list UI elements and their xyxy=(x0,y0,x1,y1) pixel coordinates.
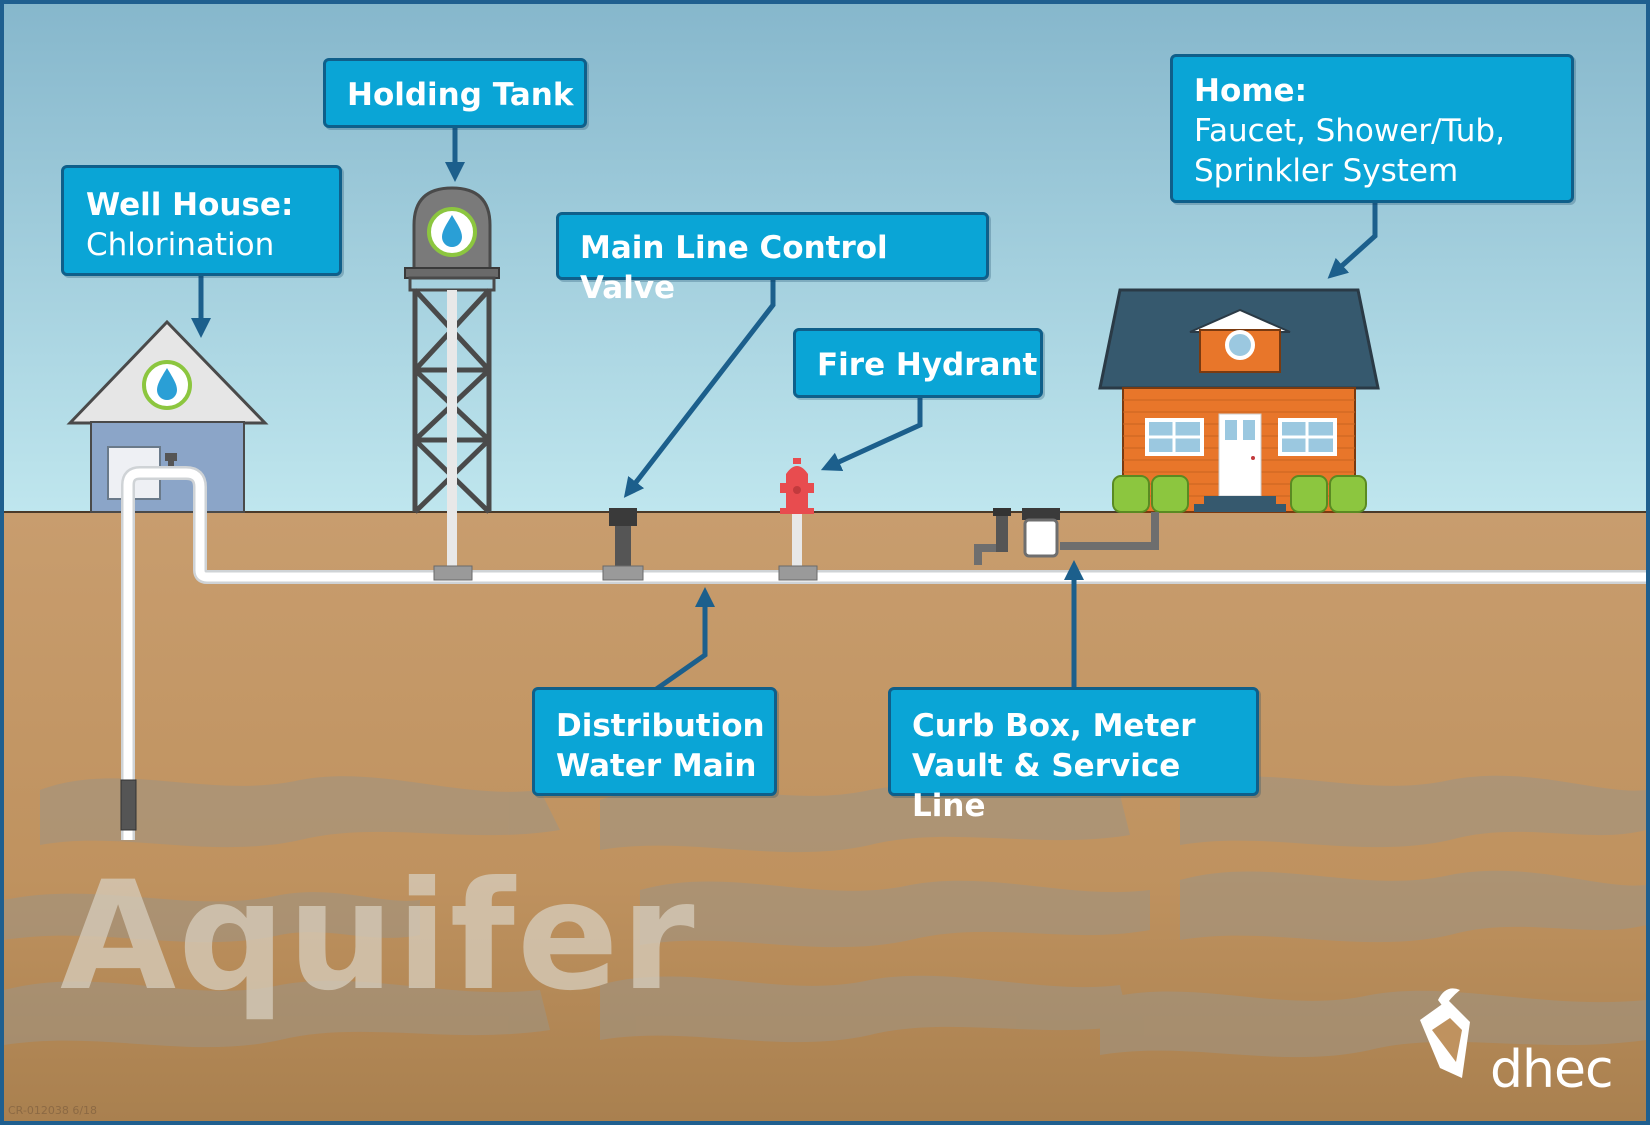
holding-tank xyxy=(404,186,500,581)
fire-hydrant-title: Fire Hydrant xyxy=(817,347,1038,383)
well-house-title: Well House: xyxy=(86,187,294,223)
home-detail-line2: Sprinkler System xyxy=(1194,153,1459,189)
aquifer-label: Aquifer xyxy=(60,850,697,1024)
aquifer-texture xyxy=(4,775,1646,1058)
distribution-callout: Distribution Water Main xyxy=(532,687,777,796)
dhec-logo-text: dhec xyxy=(1490,1040,1614,1100)
holding-tank-title: Holding Tank xyxy=(347,77,574,113)
curb-box-meter-service-line xyxy=(974,508,1159,565)
home-detail-line1: Faucet, Shower/Tub, xyxy=(1194,113,1505,149)
arrow-fire-hydrant xyxy=(820,398,923,471)
curb-box-line2: Vault & Service Line xyxy=(912,748,1181,824)
main-line-valve-callout: Main Line Control Valve xyxy=(556,212,989,306)
arrow-distribution xyxy=(653,587,715,693)
main-line-control-valve xyxy=(602,508,644,581)
arrows xyxy=(191,128,1378,693)
holding-tank-callout: Holding Tank xyxy=(323,58,587,128)
water-drop-icon xyxy=(142,360,192,410)
home-title: Home: xyxy=(1194,73,1307,109)
fire-hydrant-callout: Fire Hydrant xyxy=(793,328,1043,398)
arrow-home xyxy=(1327,203,1378,279)
footnote: CR-012038 6/18 xyxy=(8,1104,98,1117)
fire-hydrant xyxy=(778,458,818,581)
curb-box-line1: Curb Box, Meter xyxy=(912,708,1196,744)
distribution-line1: Distribution xyxy=(556,708,765,744)
well-pipe xyxy=(120,466,1646,840)
main-line-valve-title: Main Line Control Valve xyxy=(580,230,888,306)
curb-box-callout: Curb Box, Meter Vault & Service Line xyxy=(888,687,1259,824)
dhec-logo-icon xyxy=(1420,988,1470,1078)
distribution-line2: Water Main xyxy=(556,748,757,784)
well-house-detail: Chlorination xyxy=(86,227,275,263)
home-callout: Home: Faucet, Shower/Tub, Sprinkler Syst… xyxy=(1170,54,1574,203)
well-house-callout: Well House: Chlorination xyxy=(61,165,342,276)
water-drop-icon xyxy=(427,207,477,257)
arrow-main-line-valve xyxy=(623,280,776,498)
home xyxy=(1098,288,1380,513)
